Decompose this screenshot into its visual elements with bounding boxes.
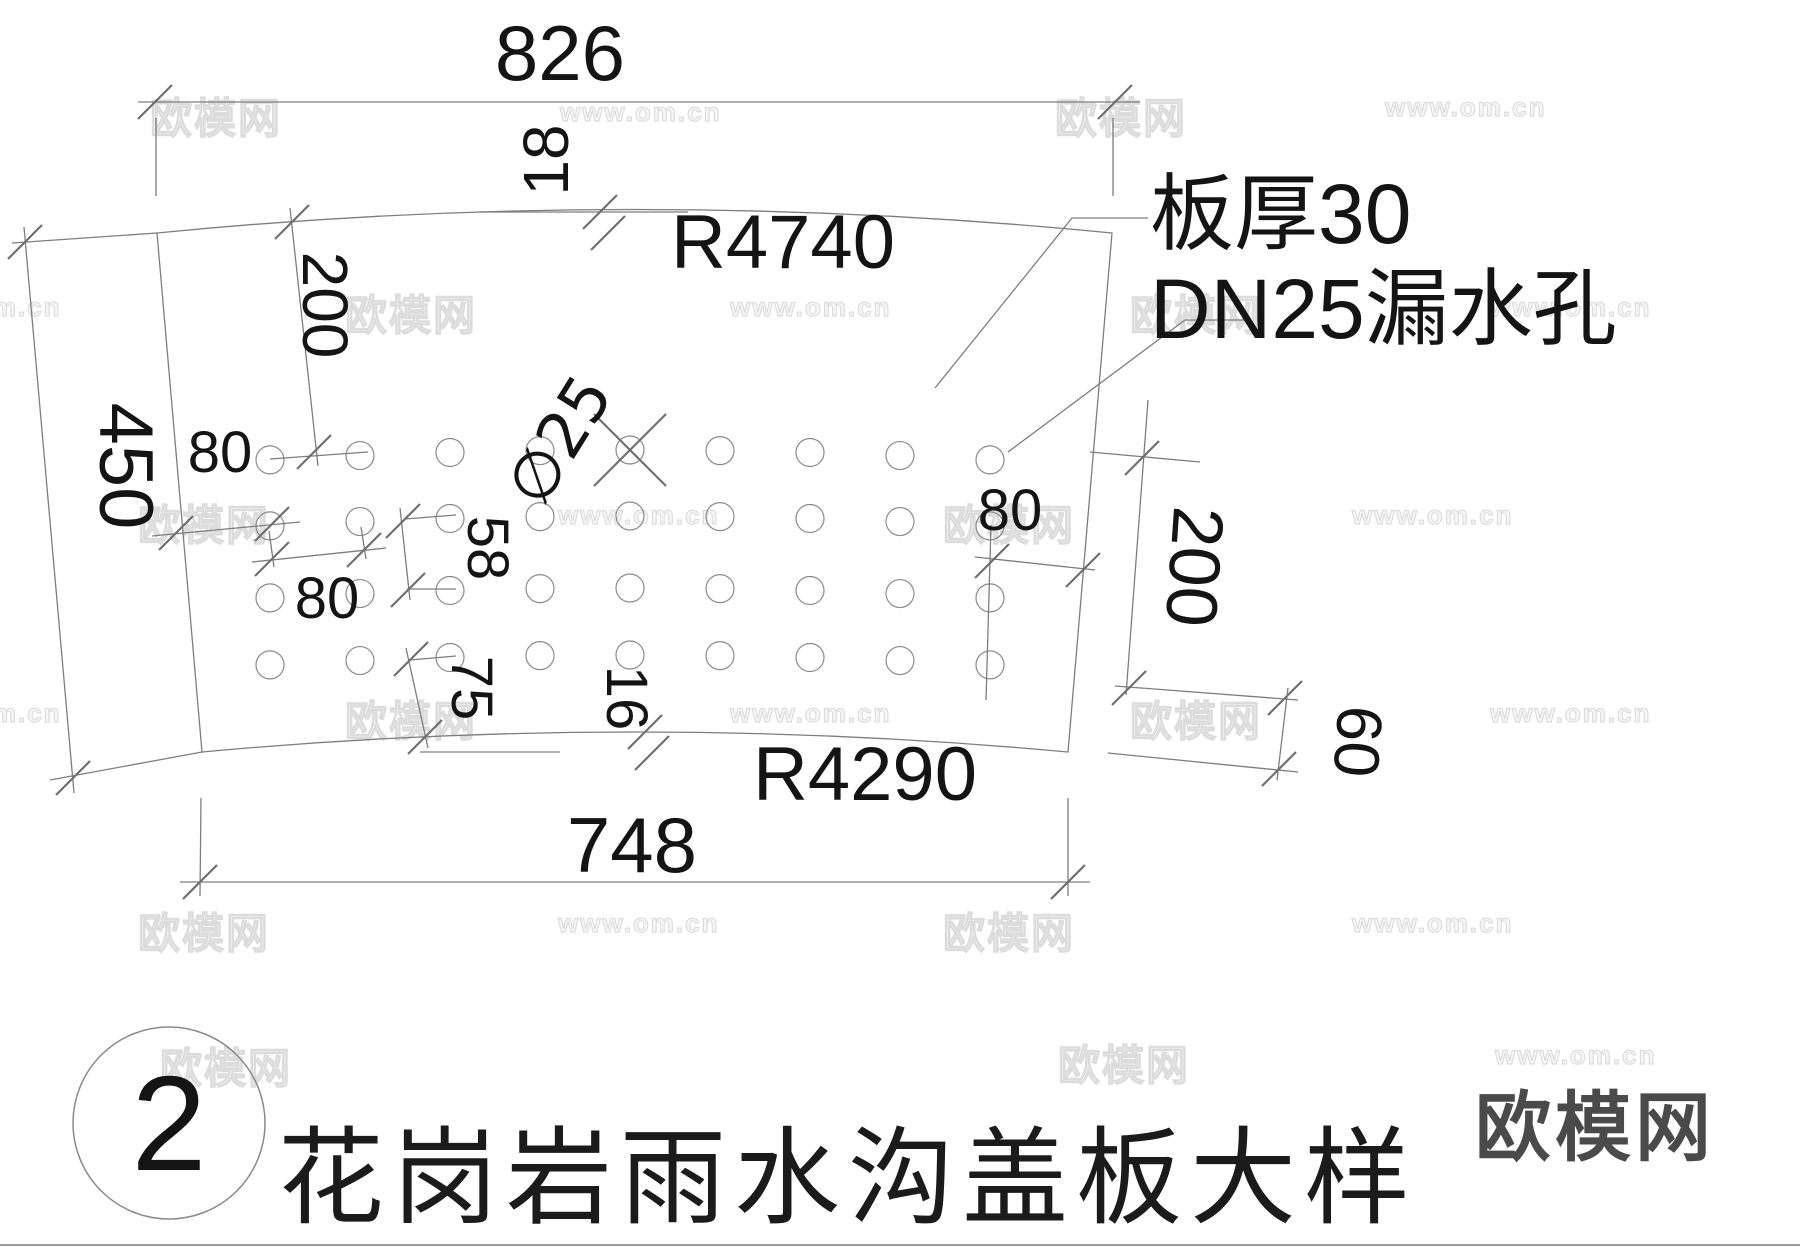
detail-number: 2 [131, 1048, 206, 1199]
label-bottom-radius: R4290 [753, 732, 977, 817]
drain-hole [885, 506, 915, 537]
drain-hole [615, 573, 645, 603]
leader-lines [934, 217, 1250, 453]
drain-hole [885, 645, 915, 676]
drain-hole [345, 645, 375, 676]
drain-hole [885, 440, 915, 471]
drain-hole [525, 502, 555, 532]
dimension-lines [11, 101, 1299, 897]
drain-hole [615, 640, 645, 670]
cover-plate-outline [156, 208, 1113, 753]
drain-hole [345, 440, 375, 471]
drain-hole [705, 641, 735, 671]
drain-hole [795, 503, 825, 534]
drain-hole [525, 574, 555, 604]
label-top-radius: R4740 [671, 200, 895, 285]
dim-bottom-margin: 75 [439, 656, 504, 721]
drain-hole [345, 506, 375, 537]
drain-holes [255, 435, 1005, 680]
drain-hole [525, 436, 555, 466]
dim-right-edge-offset: 60 [1320, 704, 1397, 780]
note-thickness: 板厚30 [1150, 167, 1411, 261]
dim-top-sagitta: 18 [510, 124, 582, 195]
detail-title: 花岗岩雨水沟盖板大样 [278, 1120, 1418, 1238]
dim-col-spacing: 80 [295, 566, 360, 631]
drain-hole [975, 650, 1005, 680]
drain-hole [705, 502, 735, 532]
dim-row-spacing: 58 [455, 516, 520, 581]
site-logo: 欧模网 [1475, 1086, 1715, 1171]
drain-hole [705, 574, 735, 604]
dim-right-margin: 80 [978, 478, 1043, 543]
drain-hole [255, 583, 285, 613]
drain-hole [615, 435, 645, 465]
detail-number-circle [72, 1026, 266, 1220]
dim-top-width: 826 [495, 9, 625, 97]
drain-hole [885, 578, 915, 609]
drain-hole [795, 642, 825, 673]
drain-hole [255, 445, 285, 475]
dim-top-margin: 200 [289, 252, 361, 359]
drain-hole [795, 575, 825, 606]
drain-hole [345, 578, 375, 609]
drain-hole [615, 501, 645, 531]
note-drain-hole: DN25漏水孔 [1150, 262, 1617, 356]
tick-marks [7, 84, 1303, 900]
drain-hole [975, 445, 1005, 475]
dim-bottom-width: 748 [567, 801, 697, 889]
drain-hole [705, 436, 735, 466]
dim-bottom-sagitta: 16 [594, 666, 659, 731]
marked-hole-cross-icon [593, 413, 667, 487]
drain-hole [525, 641, 555, 671]
drain-hole [435, 503, 465, 534]
drain-hole [975, 583, 1005, 613]
label-hole-diameter: ∅25 [492, 363, 627, 519]
drain-hole [255, 650, 285, 680]
dim-right-offset: 200 [1150, 504, 1238, 629]
dim-left-margin: 80 [188, 420, 253, 485]
drain-hole [795, 437, 825, 468]
drain-hole [435, 575, 465, 606]
drain-hole [435, 437, 465, 468]
dim-left-height: 450 [83, 403, 168, 530]
